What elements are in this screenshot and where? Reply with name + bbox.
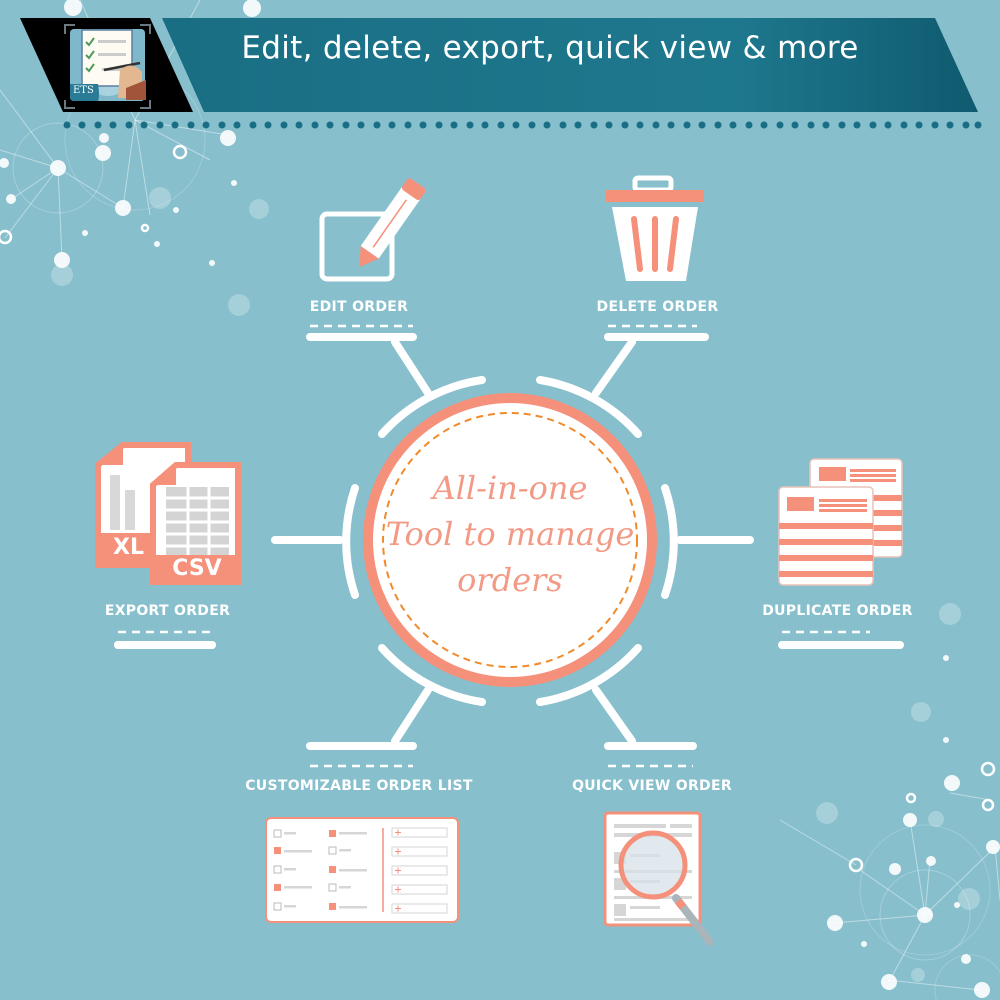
trash-icon xyxy=(606,175,704,281)
edit-order-label: EDIT ORDER xyxy=(309,299,409,315)
checklist-icon xyxy=(265,817,459,923)
xl-file-label: XL xyxy=(113,535,144,560)
magnifier-document-icon xyxy=(603,811,714,946)
hub-dashed-ring xyxy=(382,412,638,668)
page-title: Edit, delete, export, quick view & more xyxy=(241,30,859,66)
xls-csv-file-icon xyxy=(95,442,241,585)
customizable-order-list-label: CUSTOMIZABLE ORDER LIST xyxy=(245,778,473,794)
ets-logo-icon xyxy=(64,24,151,109)
logo-text: ETS xyxy=(73,85,94,96)
csv-file-label: CSV xyxy=(172,556,222,581)
title-banner xyxy=(162,18,978,112)
pencil-edit-icon xyxy=(319,178,425,282)
dotted-divider xyxy=(63,121,982,129)
duplicate-order-label: DUPLICATE ORDER xyxy=(762,603,913,619)
delete-order-label: DELETE ORDER xyxy=(596,299,719,315)
export-order-label: EXPORT ORDER xyxy=(104,603,231,619)
quick-view-order-label: QUICK VIEW ORDER xyxy=(572,778,732,794)
header-banner xyxy=(20,18,982,129)
hub-text: All-in-one Tool to manage orders xyxy=(385,469,635,599)
duplicate-documents-icon xyxy=(778,458,903,586)
